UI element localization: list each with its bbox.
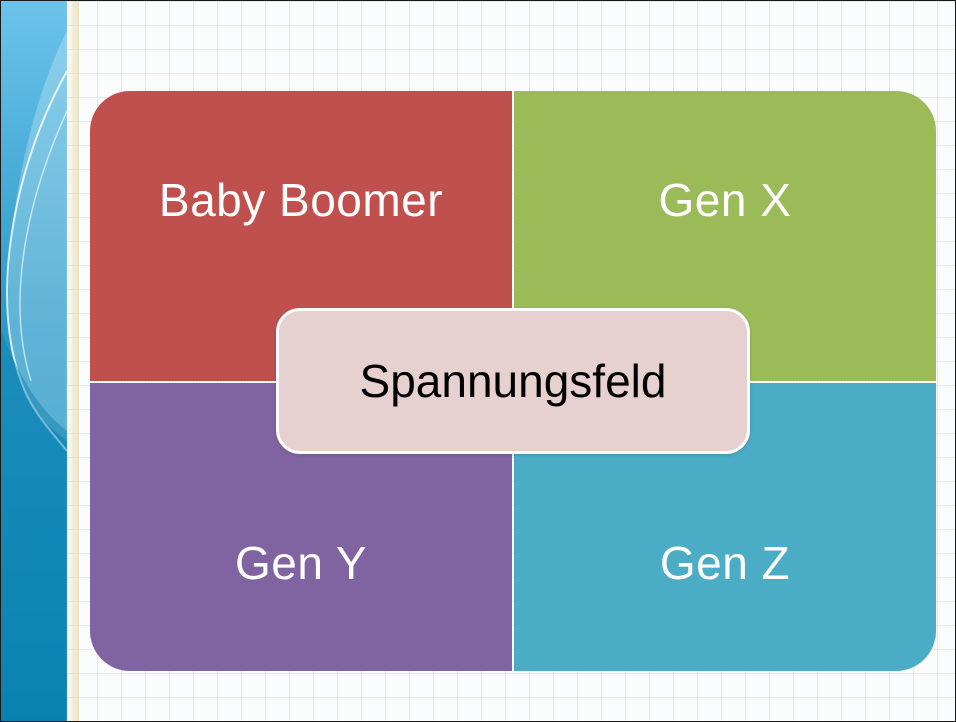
center-spannungsfeld-box: Spannungsfeld <box>276 308 750 454</box>
quadrant-label-gen-y: Gen Y <box>234 537 368 589</box>
quadrant-label-baby-boomer: Baby Boomer <box>158 174 444 226</box>
decorative-side-swoosh <box>1 1 79 721</box>
center-label: Spannungsfeld <box>359 355 667 407</box>
quadrant-label-gen-x: Gen X <box>658 174 792 226</box>
quadrant-label-gen-z: Gen Z <box>659 537 791 589</box>
